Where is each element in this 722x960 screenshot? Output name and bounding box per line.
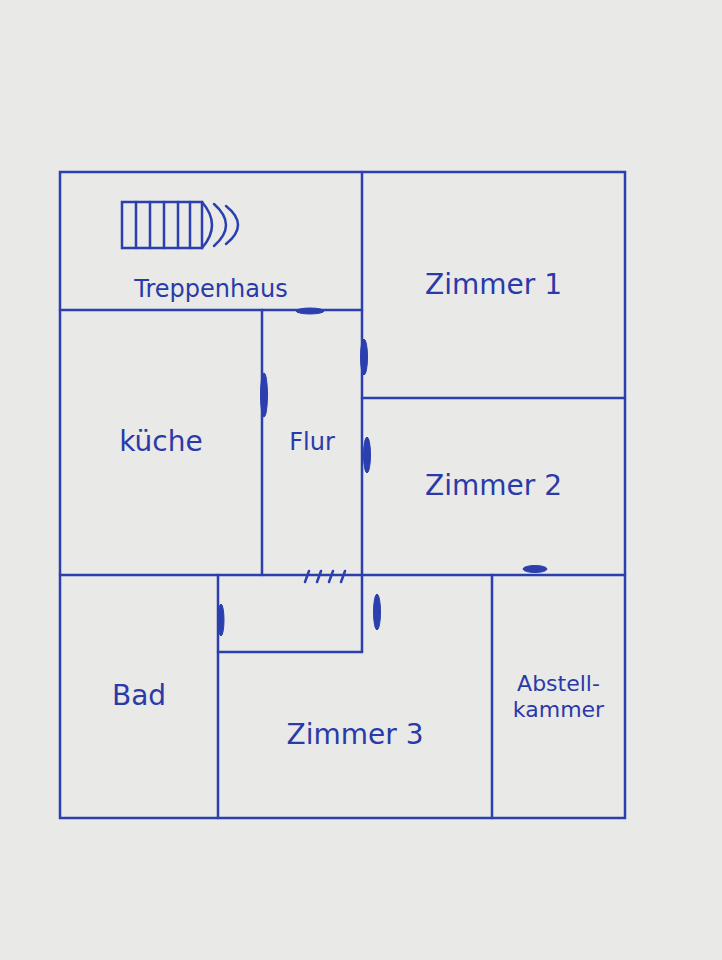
door-symbol bbox=[364, 437, 371, 473]
room-label: Zimmer 2 bbox=[425, 470, 562, 502]
room: Treppenhaus bbox=[60, 172, 362, 310]
room-label: Abstell- kammer bbox=[500, 671, 618, 722]
wall bbox=[362, 397, 625, 400]
wall bbox=[361, 172, 364, 652]
room: Abstell- kammer bbox=[492, 575, 625, 818]
room: Bad bbox=[60, 575, 218, 818]
wall bbox=[261, 310, 264, 575]
door-symbol bbox=[261, 373, 268, 417]
room-label: Flur bbox=[289, 429, 335, 457]
opening-hatch bbox=[305, 571, 345, 582]
room-label: küche bbox=[119, 426, 202, 458]
room: Zimmer 1 bbox=[362, 172, 625, 398]
room-label: Zimmer 3 bbox=[287, 719, 424, 751]
door-symbol bbox=[374, 594, 381, 630]
outer-wall bbox=[60, 172, 625, 818]
stairs-symbol bbox=[122, 202, 238, 248]
door-symbol bbox=[361, 339, 368, 375]
room: Flur bbox=[262, 310, 362, 575]
room: Zimmer 2 bbox=[362, 398, 625, 575]
wall bbox=[491, 575, 494, 818]
room: küche bbox=[60, 310, 262, 575]
door-symbol bbox=[523, 566, 547, 573]
room-label: Bad bbox=[112, 680, 166, 712]
room-label: Treppenhaus bbox=[134, 276, 287, 304]
door-symbol bbox=[296, 308, 324, 314]
door-symbol bbox=[218, 604, 224, 636]
room-label: Zimmer 1 bbox=[425, 269, 562, 301]
room: Zimmer 3 bbox=[218, 652, 492, 818]
wall bbox=[218, 651, 362, 654]
